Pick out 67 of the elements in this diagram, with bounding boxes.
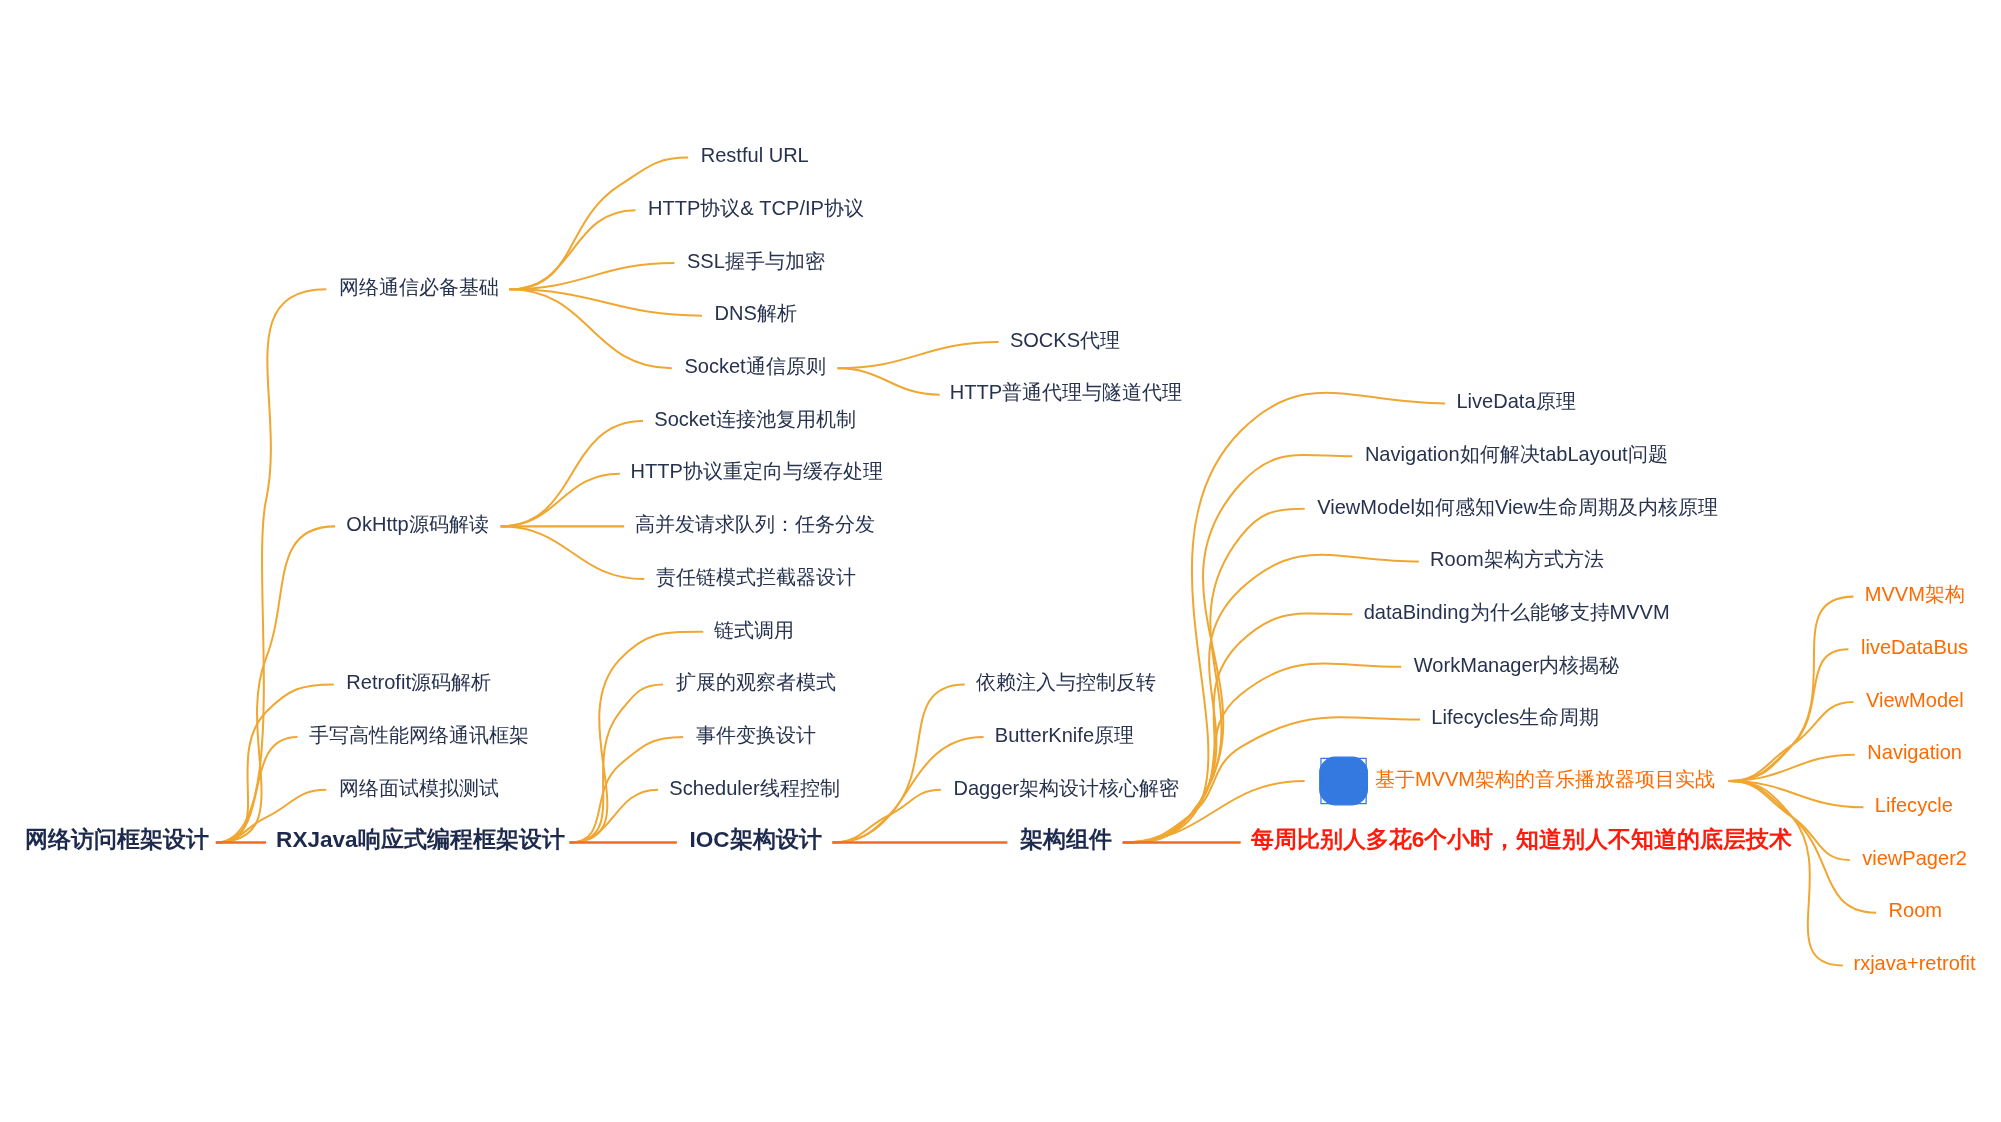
connector — [215, 682, 334, 843]
node-text: IOC架构设计 — [689, 826, 822, 852]
node-text: 责任链模式拦截器设计 — [655, 565, 856, 588]
node-text: Restful URL — [700, 143, 809, 166]
connector — [1122, 553, 1419, 843]
node-text: HTTP普通代理与隧道代理 — [949, 380, 1183, 403]
node-text: ViewModel — [1866, 688, 1964, 711]
node-text: 手写高性能网络通讯框架 — [308, 723, 529, 746]
node-text: 扩展的观察者模式 — [675, 670, 836, 693]
node-text: Scheduler线程控制 — [669, 776, 840, 799]
connector — [215, 735, 298, 843]
node-text: 依赖注入与控制反转 — [976, 670, 1157, 693]
node-text: viewPager2 — [1862, 846, 1967, 869]
node-text: 高并发请求队列：任务分发 — [635, 512, 876, 535]
node-text: Dagger架构设计核心解密 — [953, 776, 1180, 799]
node-text: 架构组件 — [1019, 826, 1112, 852]
node-text: OkHttp源码解读 — [346, 512, 489, 535]
node-text: SOCKS代理 — [1009, 328, 1121, 351]
connector — [215, 840, 267, 844]
connector — [1122, 453, 1353, 843]
node-text: dataBinding为什么能够支持MVVM — [1363, 600, 1670, 623]
connector — [1122, 611, 1353, 843]
node-text: HTTP协议& TCP/IP协议 — [648, 196, 864, 219]
connector — [832, 840, 1008, 844]
node-text: Room架构方式方法 — [1430, 547, 1604, 570]
connector — [215, 524, 336, 843]
node-text: HTTP协议重定向与缓存处理 — [630, 459, 883, 482]
node-text: 链式调用 — [714, 618, 795, 641]
node-text: rxjava+retrofit — [1853, 951, 1976, 974]
node-text: 网络通信必备基础 — [338, 275, 499, 298]
node-text: 网络访问框架设计 — [24, 826, 209, 852]
connector — [1122, 507, 1305, 843]
connector — [1728, 779, 1843, 966]
node-text: Socket通信原则 — [684, 354, 826, 377]
node-text: Lifecycles生命周期 — [1431, 705, 1600, 728]
node-text: ButterKnife原理 — [994, 723, 1135, 746]
connector — [1122, 662, 1402, 843]
connector — [1122, 779, 1305, 843]
connector — [509, 287, 672, 369]
node-text: Socket连接池复用机制 — [654, 407, 856, 430]
connector — [837, 366, 940, 396]
connector — [569, 840, 677, 844]
connector — [1122, 391, 1446, 843]
node-text: MVVM架构 — [1864, 582, 1965, 605]
node-text: Room — [1888, 898, 1943, 921]
node-text: 网络面试模拟测试 — [338, 776, 499, 799]
node-text: 每周比别人多花6个小时，知道别人不知道的底层技术 — [1250, 826, 1793, 852]
connector — [1122, 715, 1421, 843]
connector — [215, 287, 327, 843]
connector — [215, 788, 327, 843]
node-text: RXJava响应式编程框架设计 — [276, 826, 565, 852]
node-text: DNS解析 — [714, 301, 797, 324]
node-text: Navigation如何解决tabLayout问题 — [1364, 442, 1668, 465]
node-text: WorkManager内核揭秘 — [1413, 653, 1620, 676]
node-text: Retrofit源码解析 — [346, 670, 491, 693]
node-label: 基于MVVM架构的音乐播放器项目实战 — [1374, 767, 1716, 790]
node-text: SSL握手与加密 — [686, 249, 825, 272]
node-text: 事件变换设计 — [695, 723, 816, 746]
node-text: Navigation — [1867, 740, 1962, 763]
connector — [1122, 840, 1241, 844]
node-text: liveDataBus — [1860, 635, 1968, 658]
connector — [569, 735, 684, 843]
node-text: Lifecycle — [1874, 793, 1953, 816]
node-text: ViewModel如何感知View生命周期及内核原理 — [1317, 495, 1719, 518]
connector — [569, 630, 704, 843]
connector — [500, 524, 645, 580]
node-text: LiveData原理 — [1456, 389, 1576, 412]
